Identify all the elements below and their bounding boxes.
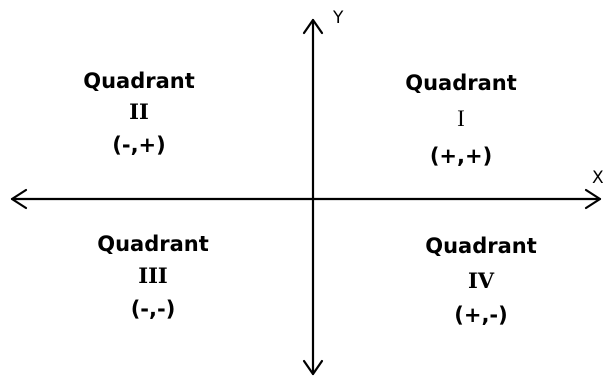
quadrant-ii-group: Quadrant II (-,+) <box>83 69 195 157</box>
quadrant-i-group: Quadrant I (+,+) <box>405 71 517 168</box>
quadrant-i-signs: (+,+) <box>430 144 492 168</box>
quadrant-iv-signs: (+,-) <box>454 303 507 327</box>
quadrant-i-title: Quadrant <box>405 71 517 95</box>
x-axis-left-arrow-icon <box>10 188 28 210</box>
y-axis-top-arrow-icon <box>302 18 324 35</box>
quadrant-iv-numeral: IV <box>468 268 495 293</box>
quadrant-i-numeral: I <box>457 106 465 131</box>
quadrant-iv-group: Quadrant IV (+,-) <box>425 234 537 327</box>
quadrant-ii-signs: (-,+) <box>112 133 165 157</box>
quadrant-iii-group: Quadrant III (-,-) <box>97 232 209 321</box>
quadrant-ii-numeral: II <box>129 99 149 124</box>
y-axis-label: Y <box>332 8 344 28</box>
x-axis-right-arrow-icon <box>584 188 602 210</box>
quadrant-iv-title: Quadrant <box>425 234 537 258</box>
quadrant-iii-numeral: III <box>138 263 167 288</box>
quadrant-ii-title: Quadrant <box>83 69 195 93</box>
quadrant-iii-signs: (-,-) <box>131 297 176 321</box>
y-axis-bottom-arrow-icon <box>302 359 324 376</box>
quadrant-iii-title: Quadrant <box>97 232 209 256</box>
x-axis-label: X <box>592 168 603 188</box>
